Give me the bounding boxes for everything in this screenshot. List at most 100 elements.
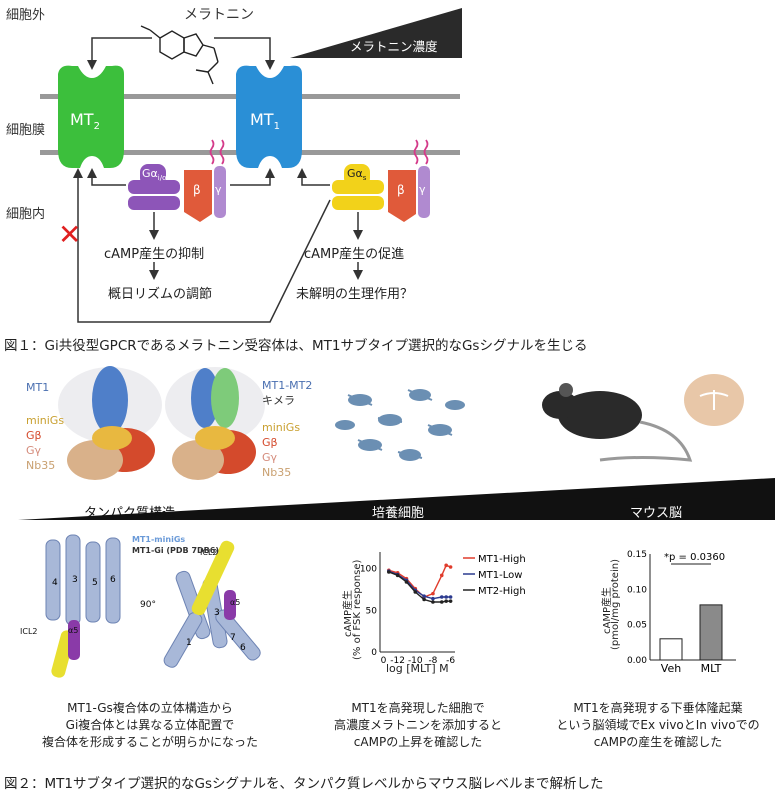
- line-point: [444, 595, 448, 599]
- cAMP-promotion-text: cAMP産生の促進: [304, 247, 405, 262]
- line-chart-y-tick: 50: [366, 606, 378, 616]
- line-point: [444, 563, 448, 568]
- cryoem-map-chimera: [165, 367, 265, 480]
- line-series-1: [388, 564, 451, 598]
- svg-text:1: 1: [186, 638, 192, 648]
- arrow-to-mt1: [214, 37, 271, 62]
- gi-beta: [184, 170, 212, 222]
- gs-protein: [332, 164, 430, 222]
- line-chart-x-tick: -12: [390, 656, 405, 666]
- significance-text: *p = 0.0360: [664, 552, 725, 563]
- section-mouse-brain: マウス脳: [630, 506, 683, 521]
- line-point: [448, 595, 453, 599]
- line-point: [422, 597, 426, 602]
- alpha5-label-left: α5: [68, 626, 79, 635]
- mt2-label: MT2: [70, 110, 100, 133]
- gi-beta-label: β: [193, 183, 201, 197]
- svg-text:4: 4: [52, 578, 58, 588]
- line-point: [439, 573, 444, 578]
- line-point: [431, 596, 435, 601]
- concentration-label: メラトニン濃度: [350, 39, 438, 54]
- unknown-function-text: 未解明の生理作用？: [296, 287, 414, 302]
- line-point: [422, 594, 426, 598]
- line-chart-x-tick: -6: [446, 656, 455, 666]
- svg-text:3: 3: [72, 575, 78, 585]
- bar-veh: [659, 638, 683, 661]
- line-point: [431, 591, 435, 596]
- line-point: [404, 580, 409, 584]
- gi-protein: [128, 164, 226, 222]
- rotation-label: 90°: [140, 600, 156, 610]
- figure1-caption: 図１：Gi共役型GPCRであるメラトニン受容体は、MT1サブタイプ選択的なGsシ…: [4, 338, 588, 354]
- icl2-label-left: ICL2: [20, 627, 38, 636]
- overlay-legend: MT1-miniGs MT1-Gi (PDB 7DB6): [132, 535, 219, 555]
- brain-section-icon: [684, 374, 744, 426]
- svg-text:7: 7: [230, 633, 236, 643]
- line-point: [413, 590, 418, 594]
- bar-chart-y-tick: 0.00: [627, 656, 647, 666]
- svg-text:5: 5: [92, 578, 98, 588]
- mouse-icon: [542, 383, 693, 462]
- legend-label: MT2-High: [478, 586, 526, 597]
- section-protein-structure: タンパク質構造: [84, 506, 176, 521]
- mt2-receptor: [58, 65, 124, 168]
- intracellular-label: 細胞内: [6, 207, 46, 222]
- bar-chart-y-tick: 0.05: [627, 621, 647, 631]
- block-x-icon: ✕: [58, 218, 82, 251]
- melatonin-molecule-icon: [140, 25, 219, 85]
- concentration-gradient-wedge: [290, 8, 462, 58]
- alpha5-label-right: α5: [230, 598, 241, 607]
- cryoem-map-mt1: [58, 366, 162, 480]
- line-chart-x-tick: 0: [381, 656, 387, 666]
- melatonin-label: メラトニン: [184, 7, 254, 23]
- gi-alpha-label: Gαi/o: [142, 167, 167, 183]
- legend-label: MT1-High: [478, 554, 526, 565]
- svg-text:6: 6: [110, 575, 116, 585]
- scale-gradient-wedge: [18, 478, 775, 520]
- line-chart-xlabel: log [MLT] M: [386, 662, 449, 675]
- line-point: [431, 600, 435, 604]
- gs-beta: [388, 170, 416, 222]
- gs-gamma: [418, 166, 430, 218]
- svg-text:6: 6: [240, 643, 246, 653]
- struct-labels-left: MT1 miniGs Gβ Gγ Nb35: [26, 381, 65, 472]
- gi-gamma: [214, 166, 226, 218]
- gs-gamma-label: γ: [419, 183, 426, 196]
- gs-alpha-label: Gαs: [347, 167, 367, 183]
- fig2-top-illustrations: [18, 366, 775, 520]
- bar-category-label: Veh: [661, 662, 681, 675]
- legend-label: MT1-Low: [478, 570, 522, 581]
- line-point: [387, 570, 391, 574]
- bar-mlt: [699, 604, 723, 661]
- gi-gamma-label: γ: [215, 183, 222, 196]
- bar-chart-y-tick: 0.15: [627, 550, 647, 560]
- membrane-label: 細胞膜: [6, 123, 46, 138]
- extracellular-label: 細胞外: [6, 8, 46, 23]
- line-chart-y-tick: 0: [371, 648, 377, 658]
- line-point: [395, 573, 400, 578]
- mt1-receptor: [236, 65, 302, 168]
- icl2-label-right: ICL2: [200, 548, 218, 557]
- line-point: [448, 565, 453, 569]
- mt1-label: MT1: [250, 110, 280, 133]
- svg-text:3: 3: [214, 608, 220, 618]
- line-point: [448, 599, 453, 603]
- gs-beta-label: β: [397, 183, 405, 197]
- cAMP-inhibition-text: cAMP産生の抑制: [104, 247, 205, 262]
- blocked-pathway-line: [77, 176, 331, 323]
- lipid-anchors: [209, 139, 429, 165]
- circadian-regulation-text: 概日リズムの調節: [108, 287, 213, 302]
- bar-chart-y-tick: 0.10: [627, 585, 647, 595]
- line-chart-x-tick: -10: [408, 656, 423, 666]
- line-point: [439, 595, 444, 599]
- line-chart-y-tick: 100: [360, 565, 377, 575]
- bar-category-label: MLT: [701, 662, 722, 675]
- line-chart-x-tick: -8: [428, 656, 437, 666]
- fig1-diagram: [40, 8, 462, 323]
